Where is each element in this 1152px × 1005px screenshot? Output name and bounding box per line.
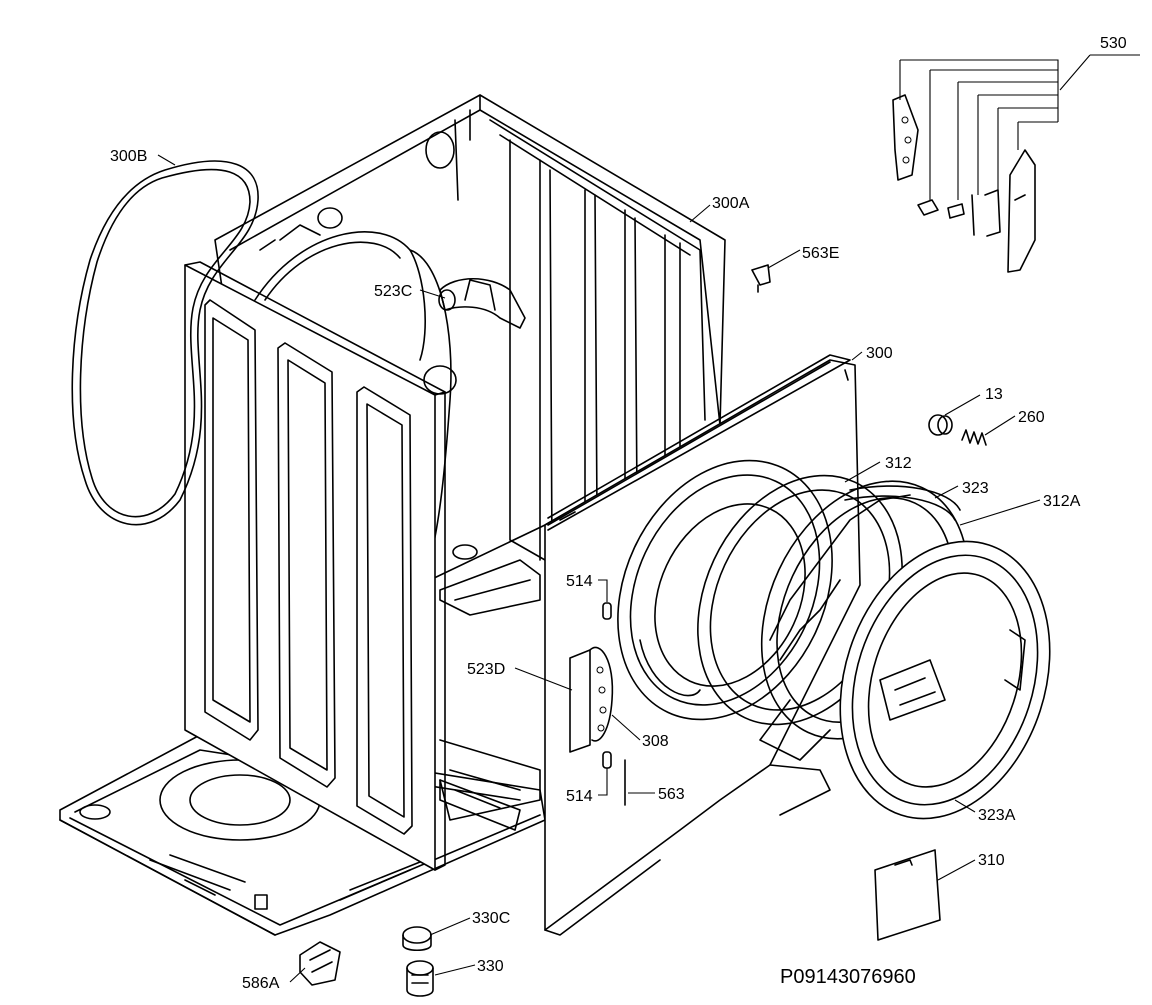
label-523c: 523C [374, 283, 412, 300]
label-330: 330 [477, 958, 504, 975]
cover-310 [874, 849, 941, 941]
foot-330 [406, 960, 434, 997]
rear-ring-gasket [71, 160, 259, 526]
label-312a: 312A [1043, 493, 1081, 510]
label-586a: 586A [242, 975, 280, 992]
label-310: 310 [978, 852, 1005, 869]
label-300b: 300B [110, 148, 147, 165]
left-side-panel [184, 261, 446, 871]
label-563: 563 [658, 786, 685, 803]
label-312: 312 [885, 455, 912, 472]
label-563e: 563E [802, 245, 839, 262]
label-323a: 323A [978, 807, 1016, 824]
knob-13 [928, 414, 953, 436]
door-trim-323 [844, 485, 961, 521]
front-panel [544, 354, 861, 936]
door-outer-323a [839, 540, 1051, 820]
label-330c: 330C [472, 910, 510, 927]
hinge-group-530 [892, 94, 1036, 273]
label-300a: 300A [712, 195, 750, 212]
foot-330c [402, 926, 432, 952]
label-300: 300 [866, 345, 893, 362]
label-260: 260 [1018, 409, 1045, 426]
bracket-586a [299, 941, 341, 986]
label-308: 308 [642, 733, 669, 750]
label-530: 530 [1100, 35, 1127, 52]
leader-lines [157, 54, 1140, 983]
label-523d: 523D [467, 661, 505, 678]
hose-clamp-523c [438, 277, 526, 329]
label-514-bottom: 514 [566, 788, 593, 805]
label-323: 323 [962, 480, 989, 497]
clip-563e [751, 264, 771, 293]
spring-260 [961, 429, 987, 446]
reference-code: P09143076960 [780, 966, 916, 988]
label-13: 13 [985, 386, 1003, 403]
latch-plate-523d [569, 646, 614, 753]
part-labels: 530 300B 300A 563E 523C 300 13 260 312 3… [110, 35, 1127, 992]
label-514-top: 514 [566, 573, 593, 590]
